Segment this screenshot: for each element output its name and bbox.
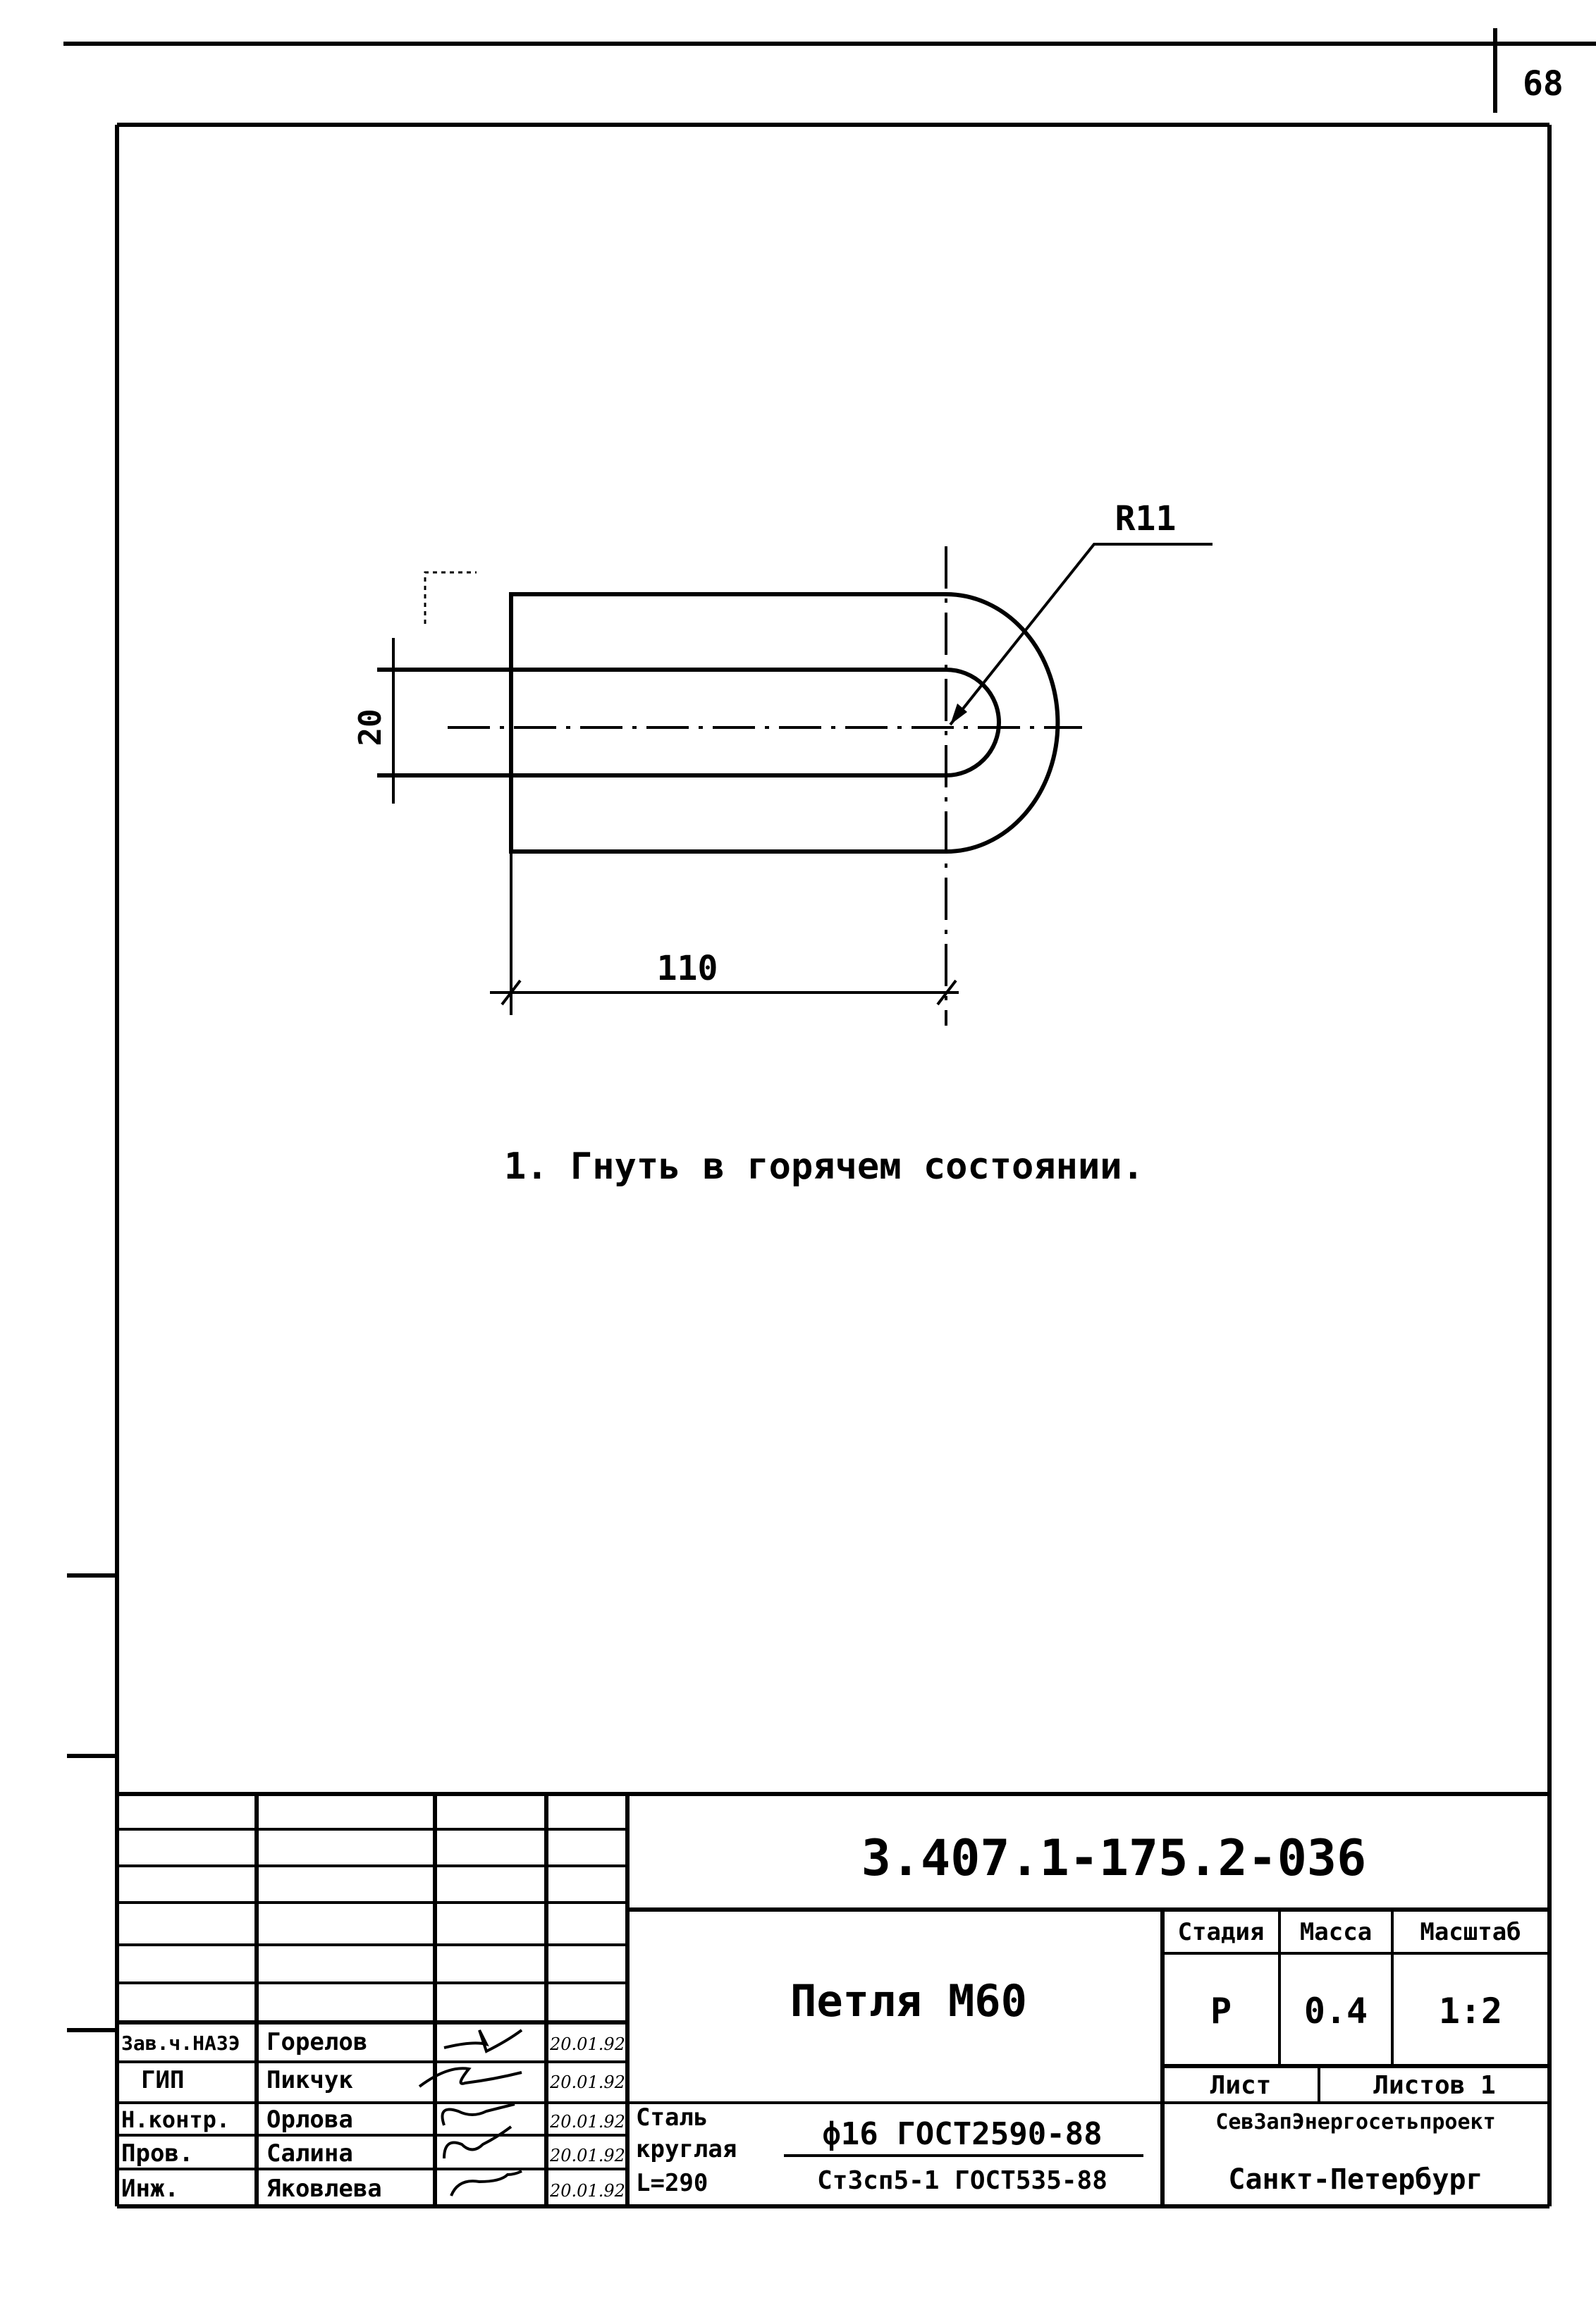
value-scale: 1:2: [1439, 1991, 1502, 2032]
header-scale: Масштаб: [1420, 1918, 1521, 1946]
document-code: 3.407.1-175.2-036: [861, 1829, 1366, 1887]
dimension-length: 110: [657, 949, 718, 988]
signature-table: Зав.ч.НАЗЭ Горелов 20.01.92 ГИП Пикчук 2…: [121, 2028, 625, 2203]
signature-role: ГИП: [141, 2066, 184, 2094]
signature-name: Яковлева: [266, 2175, 382, 2203]
handwritten-signatures: [418, 2029, 523, 2196]
signature-role: Н.контр.: [121, 2106, 230, 2133]
sheet-label: Лист: [1210, 2071, 1272, 2100]
material-profile: ф16 ГОСТ2590-88: [822, 2116, 1102, 2152]
sheet-number: 68: [1523, 64, 1564, 104]
signature-name: Пикчук: [266, 2066, 353, 2094]
signature-date: 20.01.92: [549, 2181, 625, 2201]
signature-name: Горелов: [266, 2028, 367, 2056]
material-kind-3: L=290: [636, 2169, 708, 2197]
material-kind-2: круглая: [636, 2135, 737, 2163]
sheets-label: Листов 1: [1373, 2071, 1495, 2100]
value-mass: 0.4: [1304, 1991, 1368, 2032]
header-stage: Стадия: [1178, 1918, 1265, 1946]
signature-role: Зав.ч.НАЗЭ: [121, 2032, 240, 2055]
city: Санкт-Петербург: [1228, 2163, 1483, 2196]
signature-name: Орлова: [266, 2106, 353, 2134]
material-grade: Ст3сп5-1 ГОСТ535-88: [817, 2166, 1107, 2195]
header-mass: Масса: [1300, 1918, 1372, 1946]
signature-date: 20.01.92: [549, 2146, 625, 2165]
dimension-radius: R11: [1115, 499, 1177, 539]
material-kind-1: Сталь: [636, 2103, 708, 2132]
loop-part-drawing: 20 110 R11: [352, 499, 1213, 1026]
signature-role: Инж.: [121, 2175, 179, 2203]
signature-date: 20.01.92: [549, 2034, 625, 2054]
signature-role: Пров.: [121, 2139, 193, 2168]
dimension-width: 20: [352, 709, 388, 746]
title-block-grid: [117, 1792, 1549, 2206]
signature-date: 20.01.92: [549, 2112, 625, 2132]
value-stage: Р: [1210, 1991, 1232, 2032]
organization: СевЗапЭнергосетьпроект: [1215, 2110, 1495, 2134]
technical-note: 1. Гнуть в горячем состоянии.: [504, 1145, 1144, 1188]
part-name: Петля М60: [790, 1975, 1027, 2027]
signature-name: Салина: [266, 2139, 353, 2168]
signature-date: 20.01.92: [549, 2072, 625, 2092]
sheet-frame: [63, 28, 1596, 2208]
